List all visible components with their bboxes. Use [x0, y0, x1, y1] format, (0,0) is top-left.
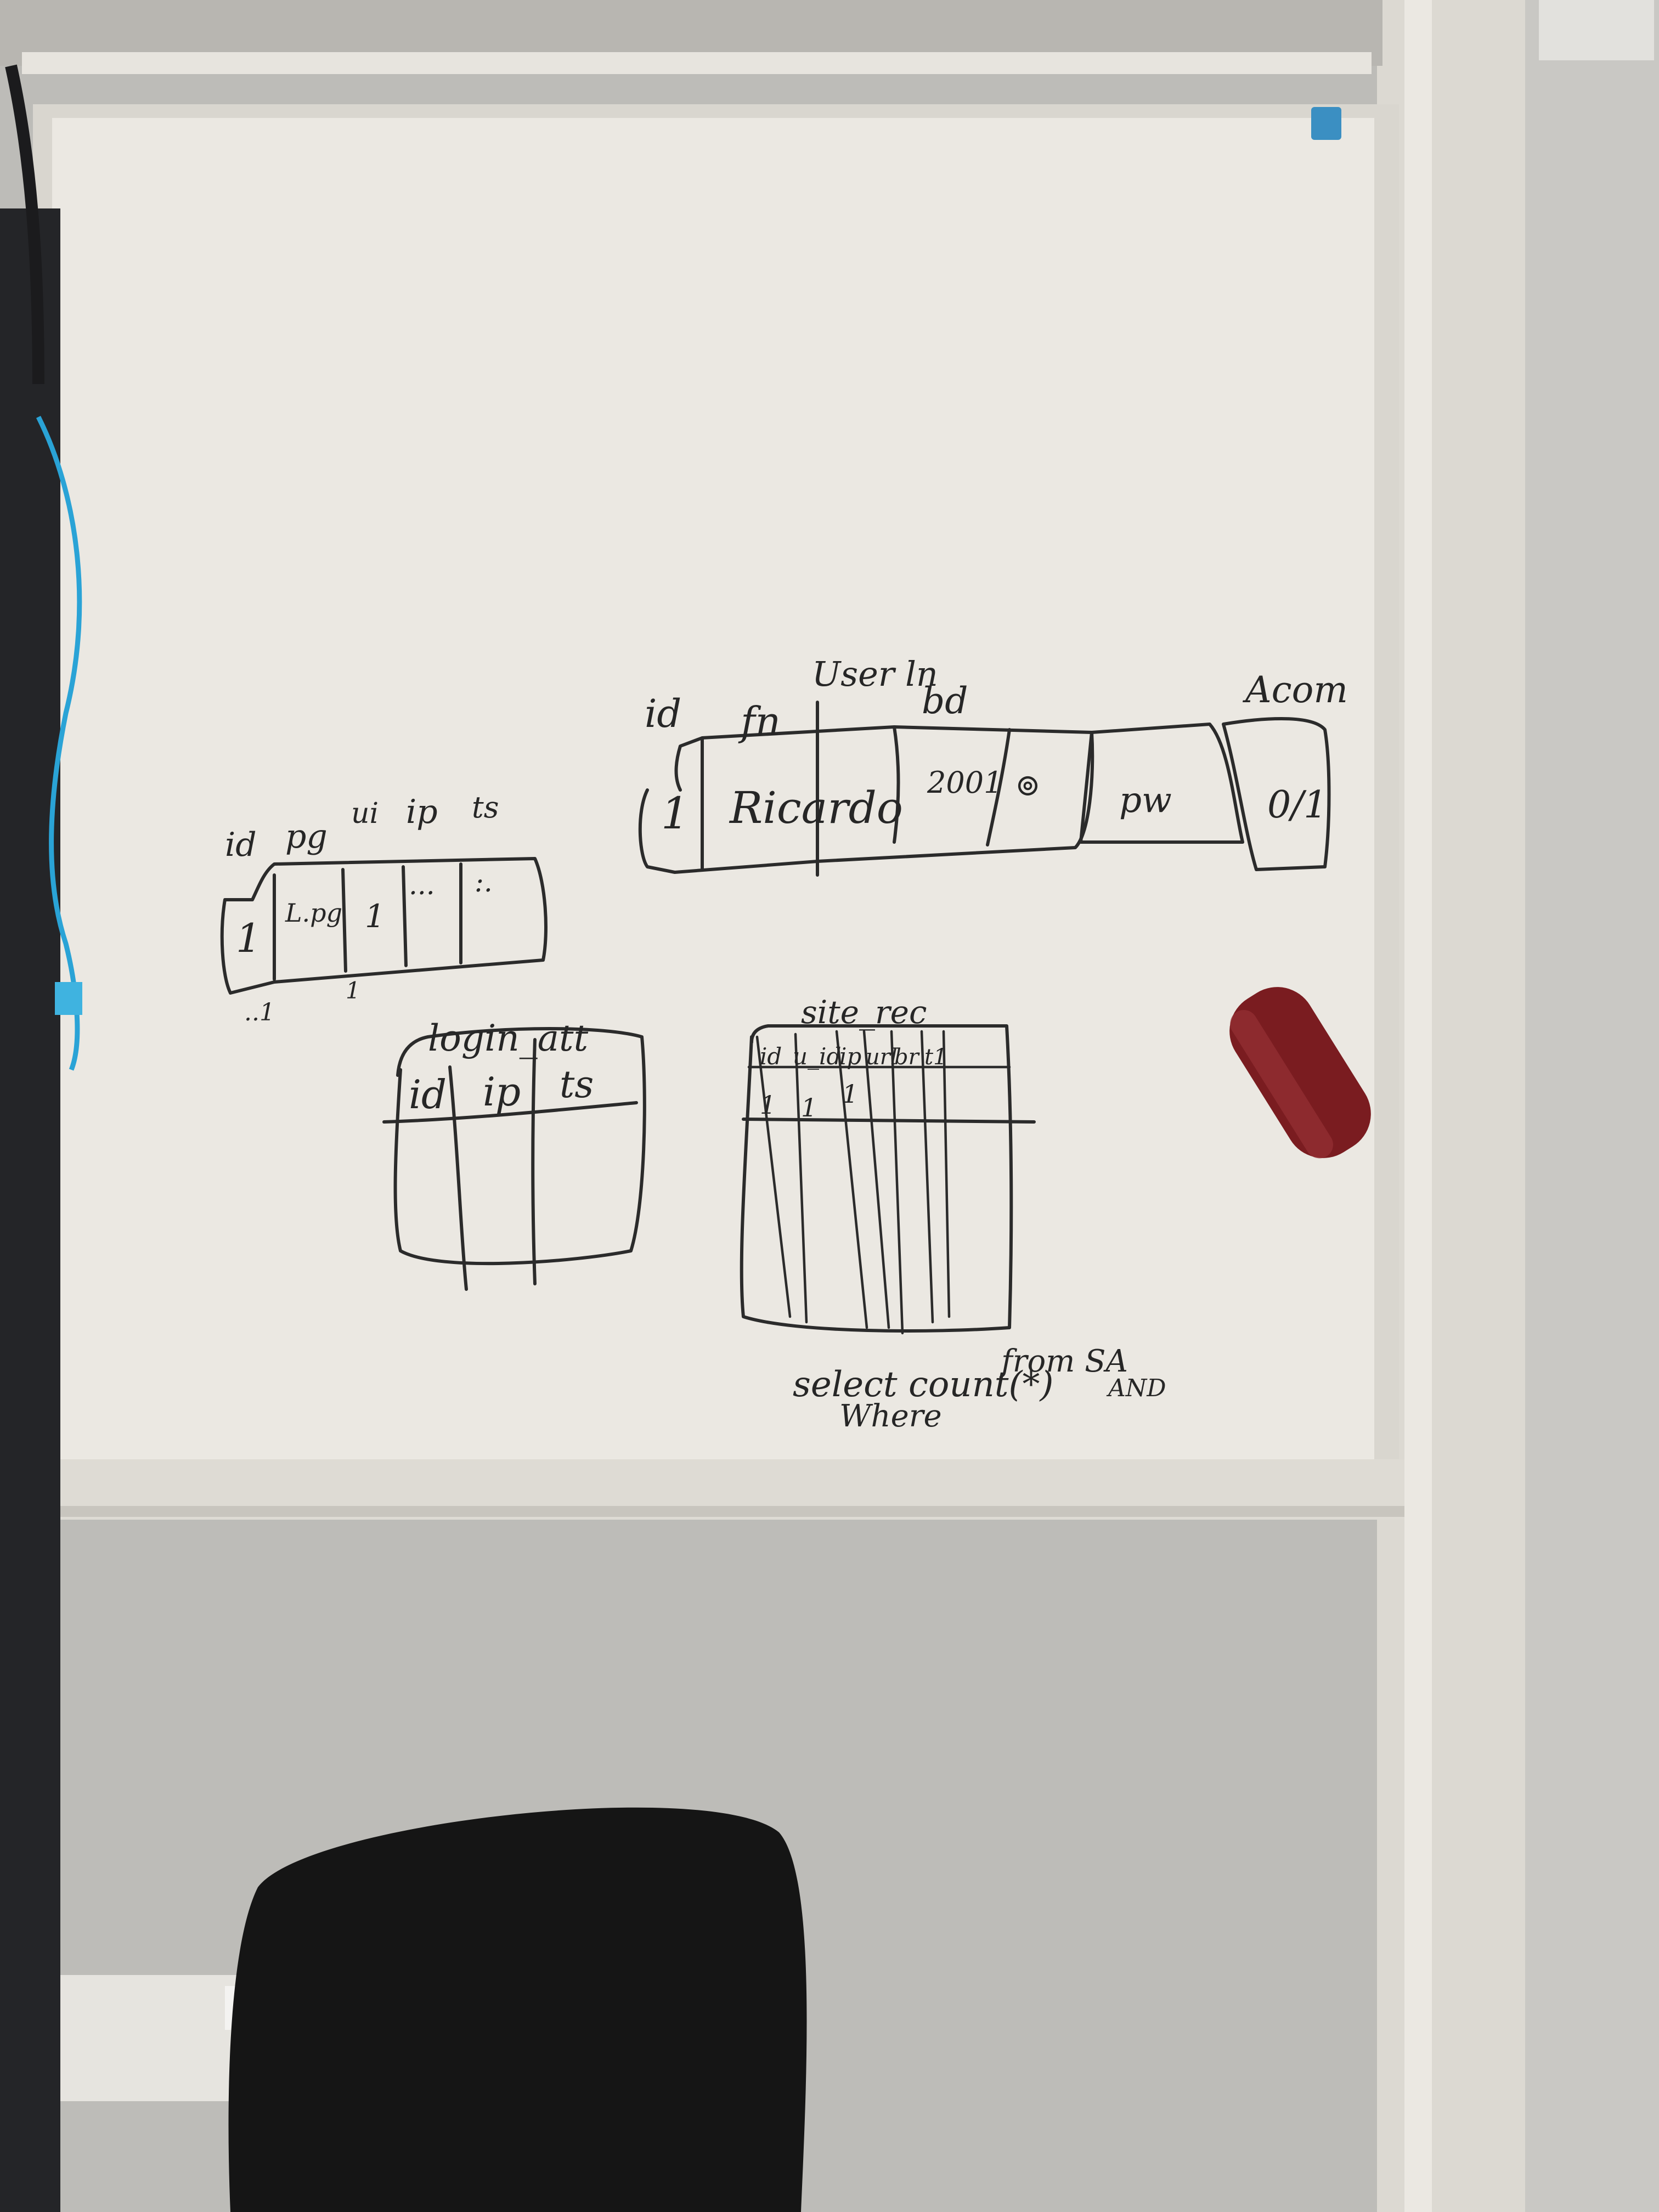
- small-header-id: id: [225, 826, 257, 864]
- user-cell-bd: 2001: [927, 765, 1002, 800]
- site-header-url: url: [866, 1045, 898, 1070]
- query-and: AND: [1106, 1374, 1166, 1402]
- user-cell-pw: pw: [1119, 780, 1172, 821]
- login-table: [382, 1027, 646, 1291]
- site-header-uid: u_id: [793, 1043, 841, 1070]
- user-cell-email: ⊚: [1015, 768, 1041, 803]
- site-header-br: br: [894, 1045, 921, 1070]
- site-header-t1: t1: [924, 1045, 947, 1070]
- query-select: select count(*): [793, 1364, 1053, 1405]
- small-cell-ip: ...: [409, 869, 435, 901]
- login-header-ts: ts: [560, 1063, 594, 1107]
- login-title: login_att: [428, 1017, 589, 1059]
- small-cell-ts: :.: [475, 866, 493, 898]
- small-header-ui: ui: [351, 797, 379, 830]
- user-header-user-ln: User ln: [812, 654, 938, 694]
- board-surface: [52, 118, 1374, 1459]
- query-from: from SA: [999, 1344, 1128, 1379]
- small-header-pg: pg: [285, 817, 328, 856]
- user-header-id: id: [645, 691, 681, 736]
- user-header-acom: Acom: [1242, 669, 1348, 711]
- small-cell-id: 1: [236, 915, 261, 961]
- user-header-fn: fn: [738, 698, 781, 744]
- user-cell-fn: Ricardo: [729, 782, 903, 833]
- small-below-1: ..1: [244, 998, 275, 1026]
- site-header-id: id: [760, 1043, 782, 1070]
- login-header-ip: ip: [483, 1069, 521, 1115]
- frame-bar: [1377, 0, 1525, 2212]
- small-cell-ui: 1: [365, 898, 385, 935]
- sticker-icon: [1311, 107, 1341, 140]
- login-header-id: id: [409, 1071, 447, 1118]
- user-cell-admin: 0/1: [1267, 783, 1327, 827]
- site-row-uid: 1: [801, 1093, 817, 1122]
- small-header-ts: ts: [472, 790, 499, 825]
- site-row-id: 1: [760, 1090, 776, 1120]
- site-title: site_rec: [801, 994, 927, 1031]
- user-table: [638, 701, 1331, 877]
- site-header-ip: ip: [839, 1043, 861, 1070]
- small-header-ip: ip: [406, 793, 438, 831]
- small-below-2: 1: [346, 977, 360, 1004]
- chair: [228, 1807, 807, 2212]
- query-where: Where: [839, 1398, 942, 1434]
- site-table: [740, 1024, 1036, 1335]
- small-cell-pg: L.pg: [285, 898, 342, 928]
- small-table: [220, 857, 548, 995]
- eraser: [1229, 987, 1371, 1159]
- site-row-ip: 1: [842, 1079, 858, 1109]
- user-cell-id: 1: [661, 788, 689, 839]
- top-rail: [22, 52, 1372, 74]
- user-header-bd: bd: [922, 680, 968, 722]
- cable-conduit: [0, 208, 60, 2212]
